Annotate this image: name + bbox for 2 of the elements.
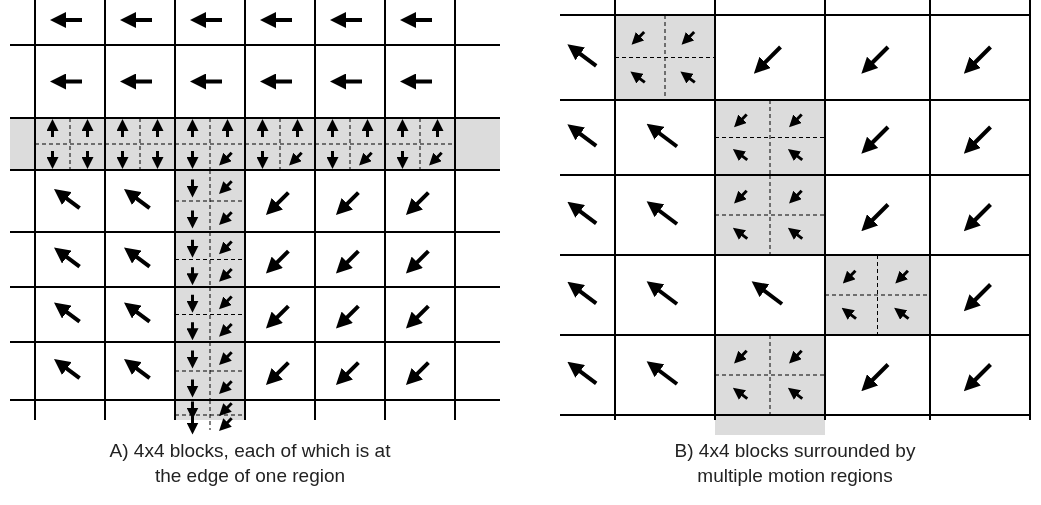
- caption: A) 4x4 blocks, each of which is at the edge of one region: [108, 439, 392, 488]
- caption: B) 4x4 blocks surrounded by multiple motion regions: [673, 439, 917, 488]
